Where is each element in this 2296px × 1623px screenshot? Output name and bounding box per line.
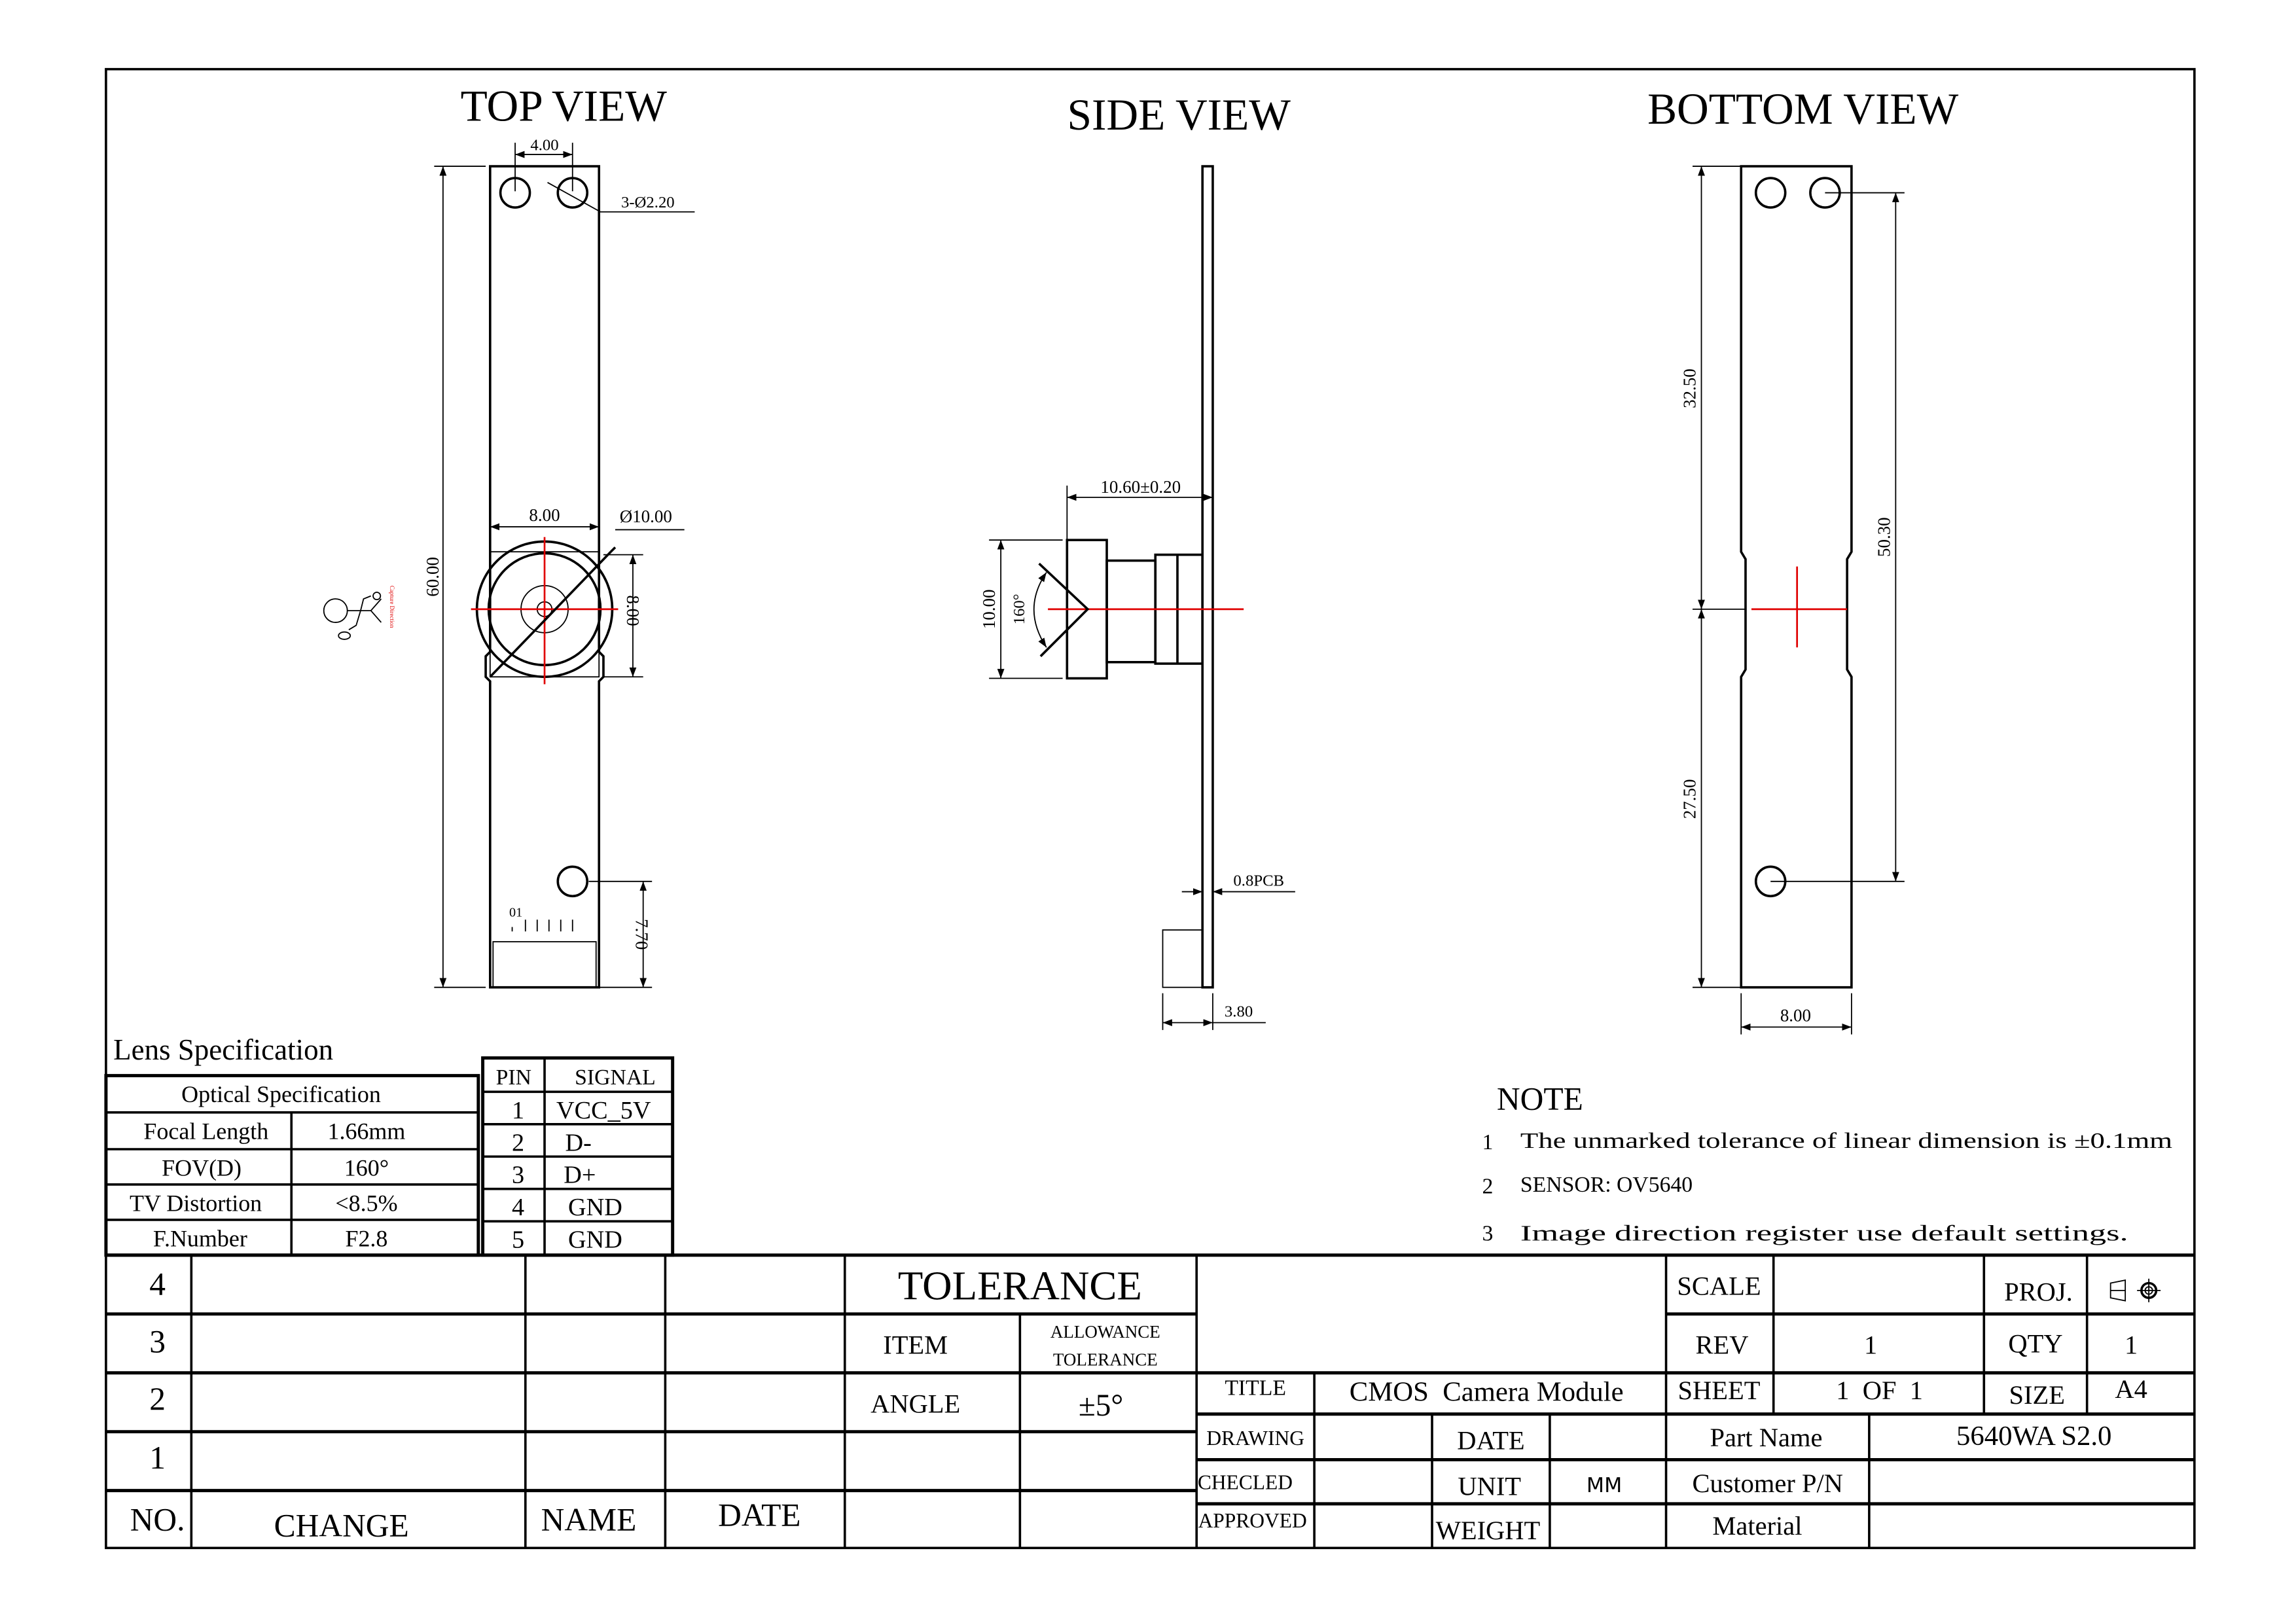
notes-title: NOTE: [1497, 1080, 1583, 1116]
rev-row-number: 1: [149, 1440, 166, 1476]
checked-label: CHECLED: [1198, 1471, 1293, 1493]
material-label: Material: [1712, 1511, 1802, 1541]
spec-label: FOV(D): [162, 1154, 242, 1181]
sheet-value: 1 OF 1: [1836, 1376, 1923, 1405]
rev-label: REV: [1696, 1330, 1749, 1360]
pin-header: PIN: [496, 1065, 531, 1090]
connector-dim: 7.70: [632, 919, 651, 950]
width-dim: 8.00: [529, 505, 560, 525]
note-number: 1: [1482, 1130, 1493, 1154]
qty-label: QTY: [2008, 1329, 2062, 1358]
change-header: CHANGE: [274, 1507, 409, 1543]
bottom-view-title: BOTTOM VIEW: [1647, 84, 1959, 134]
tolerance-allowance: ALLOWANCE: [1050, 1322, 1160, 1342]
hole-dia-dim: 3-Ø2.20: [621, 194, 675, 211]
pin-number: 1: [512, 1097, 524, 1124]
size-label: SIZE: [2009, 1380, 2065, 1410]
size-value: A4: [2115, 1374, 2147, 1404]
customer-pn-label: Customer P/N: [1692, 1469, 1842, 1498]
pin-signal: D+: [564, 1162, 596, 1189]
pin-signal: GND: [568, 1226, 622, 1254]
weight-label: WEIGHT: [1436, 1516, 1541, 1545]
sheet-border: [105, 67, 2196, 1550]
lens-spec-table: Lens Specification Optical Specification…: [104, 1033, 480, 1257]
note-text: SENSOR: OV5640: [1520, 1173, 1693, 1197]
revision-table: 4 3 2 1 NO. CHANGE NAME DATE TOLERANCE I…: [105, 1253, 2195, 1548]
capture-direction-figure-icon: Capture Direction: [323, 586, 395, 640]
no-header: NO.: [130, 1501, 185, 1537]
drawing-label: DRAWING: [1206, 1427, 1304, 1450]
date-label: DATE: [1457, 1426, 1524, 1455]
pin-table: PIN SIGNAL 1 VCC_5V 2 D- 3 D+ 4 GND 5 GN…: [481, 1056, 675, 1257]
pin-number: 3: [512, 1162, 524, 1189]
pin-signal: D-: [565, 1129, 592, 1156]
upper-length-dim: 32.50: [1680, 368, 1700, 408]
title-label: TITLE: [1225, 1376, 1286, 1400]
unit-label: UNIT: [1458, 1471, 1521, 1501]
notes: NOTE 1 The unmarked tolerance of linear …: [1482, 1080, 2172, 1245]
capture-direction-label: Capture Direction: [389, 586, 395, 628]
lens-spec-title: Lens Specification: [113, 1033, 333, 1066]
note-text: The unmarked tolerance of linear dimensi…: [1520, 1129, 2172, 1153]
signal-header: SIGNAL: [575, 1065, 656, 1090]
spec-label: TV Distortion: [130, 1190, 262, 1216]
note-number: 3: [1482, 1221, 1493, 1245]
rev-row-number: 3: [149, 1323, 166, 1359]
unit-value: MM: [1587, 1474, 1622, 1497]
part-name-label: Part Name: [1710, 1423, 1822, 1452]
projection-symbol-icon: [2109, 1278, 2161, 1302]
connector-side-dim: 3.80: [1225, 1003, 1253, 1021]
lens-height-dim: 8.00: [623, 595, 643, 626]
tolerance-angle-value: ±5°: [1079, 1389, 1123, 1423]
tolerance-allowance-2: TOLERANCE: [1053, 1350, 1158, 1370]
spec-value: 1.66mm: [327, 1118, 405, 1144]
hole-pitch-dim: 4.00: [530, 136, 558, 154]
scale-label: SCALE: [1677, 1272, 1761, 1301]
part-name-value: 5640WA S2.0: [1956, 1421, 2111, 1452]
pin-number: 4: [512, 1194, 524, 1221]
proj-label: PROJ.: [2004, 1277, 2073, 1307]
spec-value: <8.5%: [335, 1190, 397, 1216]
pcb-thickness-dim: 0.8PCB: [1233, 872, 1284, 890]
optical-spec-header: Optical Specification: [181, 1081, 381, 1107]
pin1-label: 01: [509, 906, 522, 920]
title-value: CMOS Camera Module: [1350, 1376, 1624, 1407]
side-view-title: SIDE VIEW: [1067, 90, 1291, 139]
pin-signal: GND: [568, 1194, 622, 1221]
lens-dia-dim: Ø10.00: [620, 507, 672, 526]
top-view-title: TOP VIEW: [461, 81, 668, 130]
pin-number: 2: [512, 1129, 524, 1156]
spec-label: F.Number: [153, 1225, 247, 1251]
tolerance-item: ITEM: [883, 1330, 948, 1360]
approved-label: APPROVED: [1198, 1509, 1307, 1532]
pin-signal: VCC_5V: [556, 1097, 651, 1124]
sheet-label: SHEET: [1678, 1376, 1761, 1405]
name-header: NAME: [541, 1501, 637, 1537]
rev-value: 1: [1864, 1330, 1877, 1360]
tolerance-title: TOLERANCE: [898, 1262, 1142, 1308]
bottom-view: 32.50 27.50 50.30 8.00: [1680, 165, 1905, 1035]
lower-length-dim: 27.50: [1680, 779, 1700, 819]
length-dim: 60.00: [423, 557, 442, 597]
spec-label: Focal Length: [143, 1118, 268, 1144]
fov-angle-dim: 160°: [1011, 594, 1028, 624]
spec-value: 160°: [344, 1154, 389, 1181]
title-block: SCALE PROJ. REV 1 QTY 1 TITLE CMOS Camer…: [1196, 1255, 2195, 1548]
lens-dia-side-dim: 10.00: [979, 590, 999, 630]
note-text: Image direction register use default set…: [1520, 1221, 2128, 1245]
date-header: DATE: [718, 1497, 800, 1533]
note-number: 2: [1482, 1174, 1493, 1198]
hole-span-dim: 50.30: [1874, 517, 1893, 557]
bottom-width-dim: 8.00: [1780, 1005, 1811, 1025]
top-view: 01 4.00 3-Ø2.20 60.00 8.00 Ø10.00 8.00 7…: [423, 136, 695, 989]
side-view: 160° 10.00 10.60±0.20 0.8PCB 3.80: [979, 165, 1295, 1030]
rev-row-number: 4: [149, 1266, 166, 1302]
spec-value: F2.8: [345, 1225, 387, 1251]
rev-row-number: 2: [149, 1381, 166, 1417]
tolerance-angle: ANGLE: [870, 1389, 960, 1418]
qty-value: 1: [2125, 1330, 2138, 1360]
lens-height-side-dim: 10.60±0.20: [1100, 477, 1181, 497]
pin-number: 5: [512, 1226, 524, 1254]
